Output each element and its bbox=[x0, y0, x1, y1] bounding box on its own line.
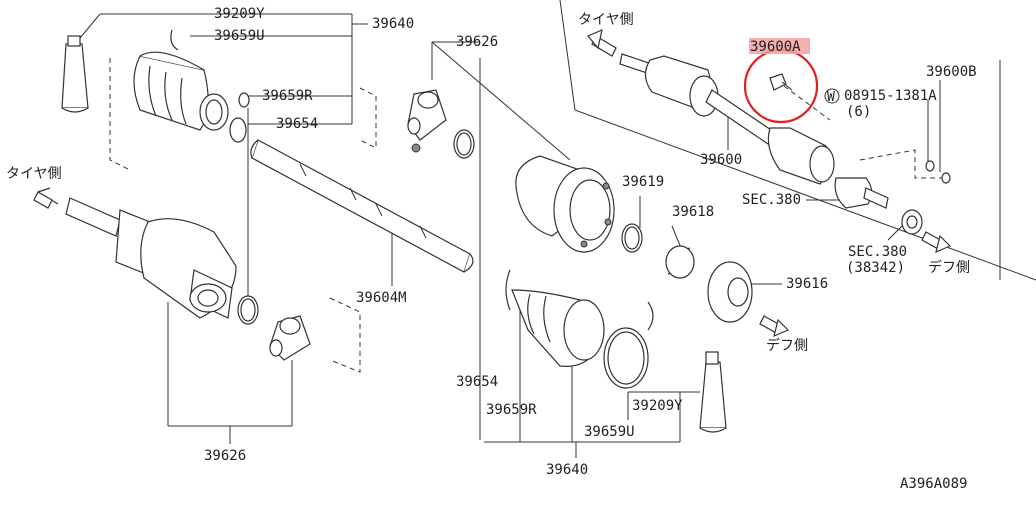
label-39654-bottom: 39654 bbox=[456, 374, 498, 390]
label-sec380-b-sub: (38342) bbox=[846, 260, 905, 276]
label-washer-circle: W bbox=[827, 90, 835, 105]
shaft-39604m bbox=[250, 139, 474, 273]
label-39600b: 39600B bbox=[926, 64, 977, 80]
boot-inner-bottom bbox=[505, 269, 654, 389]
label-39618: 39618 bbox=[672, 204, 714, 220]
washer-circle-icon bbox=[824, 88, 840, 104]
arrow-diff-right-icon bbox=[921, 231, 952, 254]
rings-top bbox=[229, 92, 250, 143]
label-39654-top: 39654 bbox=[276, 116, 318, 132]
label-39659r-bottom: 39659R bbox=[486, 402, 537, 418]
label-highlight bbox=[749, 38, 810, 54]
label-diff-side-right: デフ側 bbox=[928, 259, 970, 276]
bolt-39600a bbox=[769, 73, 793, 91]
arrow-tire-left-icon bbox=[33, 187, 59, 209]
label-39616: 39616 bbox=[786, 276, 828, 292]
leader-lines bbox=[79, 0, 1036, 458]
boot-outer-top bbox=[133, 29, 229, 131]
arrow-diff-mid-icon bbox=[759, 315, 790, 338]
ring-39619 bbox=[621, 223, 643, 253]
label-sec380-b: SEC.380 bbox=[848, 244, 907, 260]
label-sec380-a: SEC.380 bbox=[742, 192, 801, 208]
spring-39618 bbox=[665, 245, 695, 279]
label-39659u-top: 39659U bbox=[214, 28, 265, 44]
label-39626-top: 39626 bbox=[456, 34, 498, 50]
tripod-joint-bottom bbox=[269, 315, 311, 361]
cap-39616 bbox=[707, 261, 753, 323]
label-tire-side-top: タイヤ側 bbox=[578, 12, 634, 28]
snap-ring-top bbox=[453, 129, 475, 159]
grease-tube-bottom bbox=[699, 351, 727, 433]
label-39619: 39619 bbox=[622, 174, 664, 190]
outer-joint-left bbox=[65, 197, 237, 319]
label-39659r-top: 39659R bbox=[262, 88, 313, 104]
label-washer-qty: (6) bbox=[846, 104, 871, 120]
snap-ring-left bbox=[237, 295, 259, 325]
label-diff-side-mid: デフ側 bbox=[766, 337, 808, 354]
axle-assembly-39600 bbox=[619, 53, 951, 235]
arrow-tire-top-icon bbox=[587, 28, 617, 57]
label-39659u-bottom: 39659U bbox=[584, 424, 635, 440]
label-washer-part: 08915-1381A bbox=[844, 88, 937, 104]
label-39209y-top: 39209Y bbox=[214, 6, 265, 22]
label-39626-bottom: 39626 bbox=[204, 448, 246, 464]
label-39604m: 39604M bbox=[356, 290, 407, 306]
label-39600: 39600 bbox=[700, 152, 742, 168]
label-39640-top: 39640 bbox=[372, 16, 414, 32]
label-39640-bottom: 39640 bbox=[546, 462, 588, 478]
tripod-joint-top bbox=[407, 89, 447, 153]
label-tire-side-left: タイヤ側 bbox=[6, 166, 62, 182]
inner-housing-center bbox=[515, 155, 615, 253]
label-39209y-bottom: 39209Y bbox=[632, 398, 683, 414]
label-39600a: 39600A bbox=[750, 39, 801, 55]
grease-tube-top bbox=[61, 35, 89, 113]
diagram-code: A396A089 bbox=[900, 476, 967, 492]
